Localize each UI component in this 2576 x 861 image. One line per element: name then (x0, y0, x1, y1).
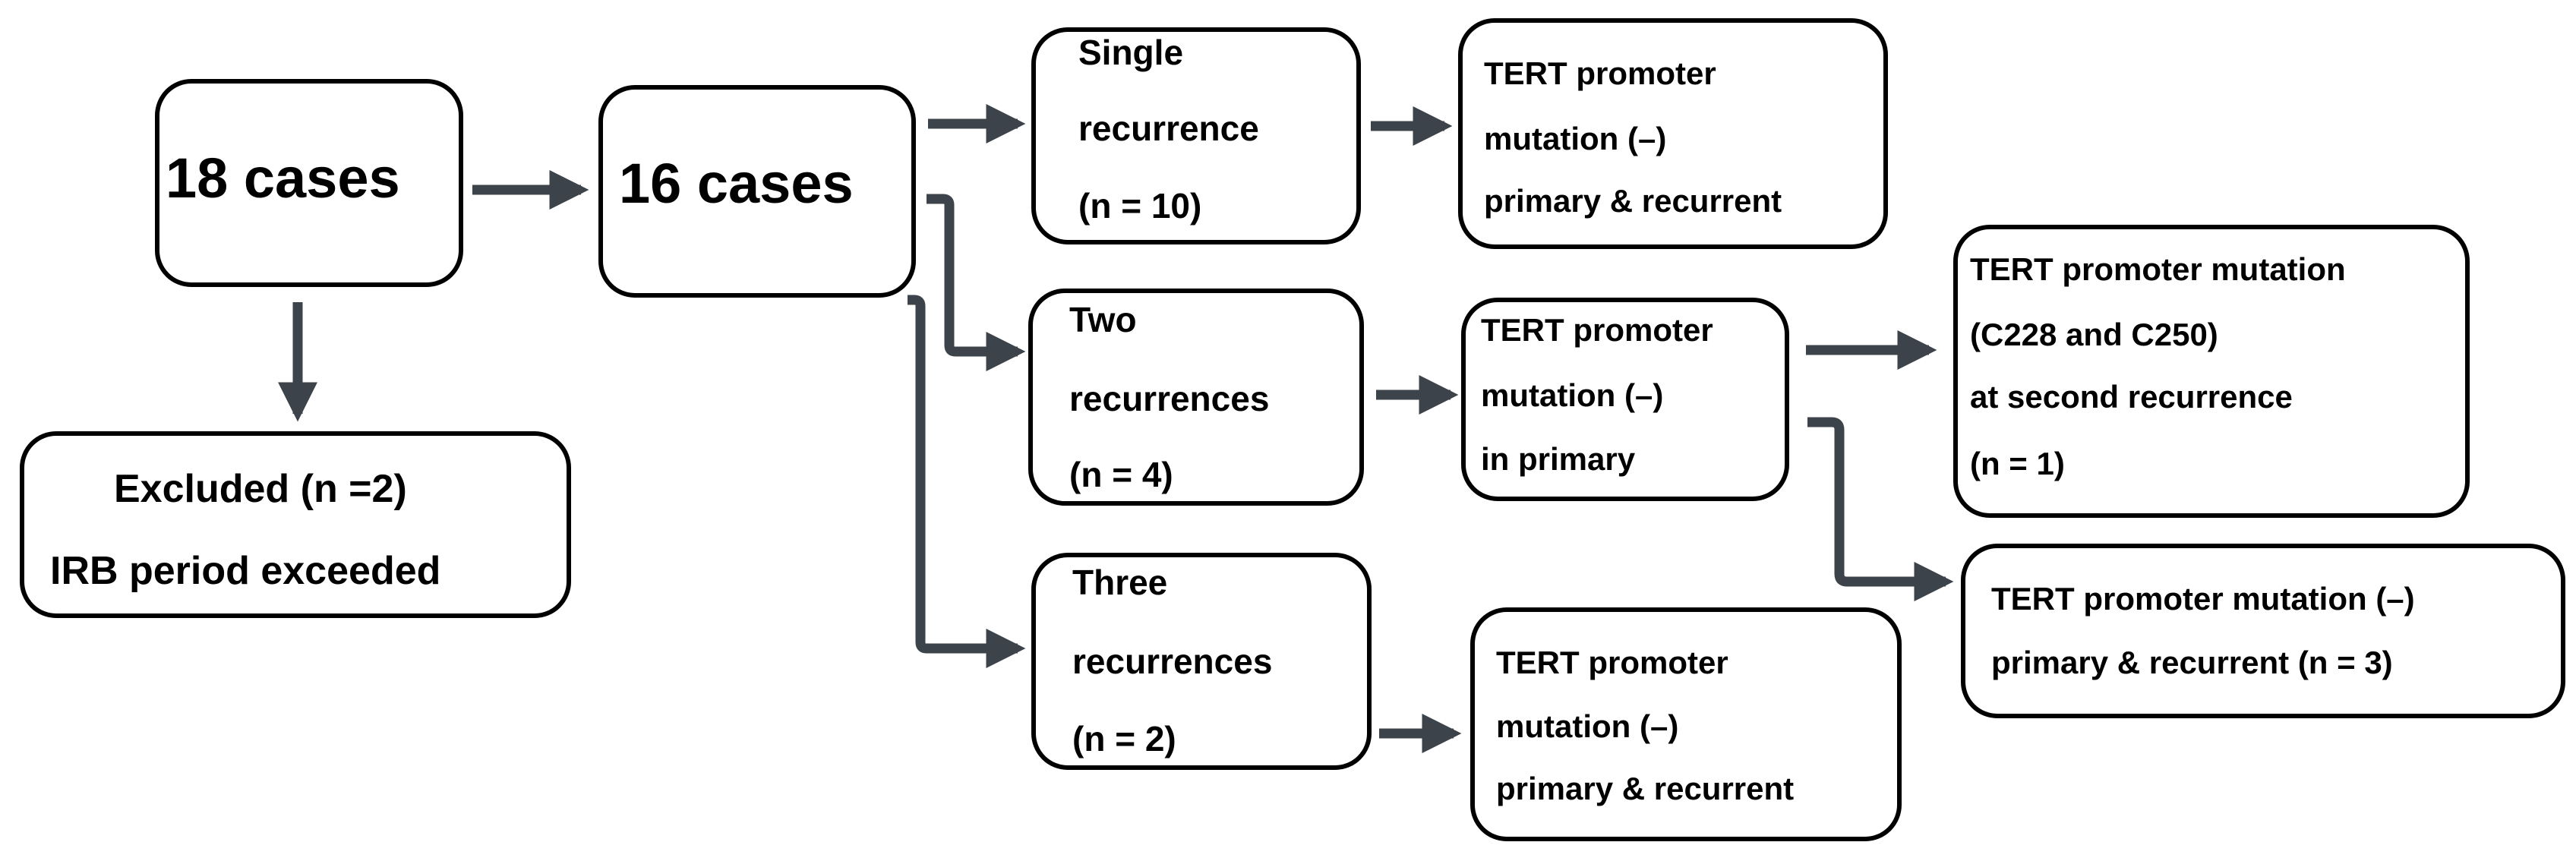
node-three-line1: Three (1072, 563, 1168, 602)
node-single-line3: (n = 10) (1078, 186, 1202, 226)
node-16-cases (598, 85, 916, 298)
node-three-result (1470, 607, 1902, 841)
node-three-recurrences (1031, 553, 1372, 770)
node-two-line3: (n = 4) (1069, 455, 1173, 494)
node-two-result-line2: mutation (–) (1481, 377, 1664, 413)
node-second-mut-line3: at second recurrence (1970, 379, 2293, 415)
node-second-mut-line1: TERT promoter mutation (1970, 251, 2346, 287)
node-second-mut-line2: (C228 and C250) (1970, 317, 2218, 352)
node-18-cases-label: 18 cases (166, 147, 400, 210)
node-second-mut-line4: (n = 1) (1970, 446, 2065, 481)
node-excluded-line1: Excluded (n =2) (114, 467, 407, 511)
arrow-16-to-three (908, 295, 1026, 668)
node-second-recurrence-mutation (1953, 225, 2470, 518)
node-three-result-line3: primary & recurrent (1496, 771, 1795, 806)
node-excluded-line2: IRB period exceeded (50, 549, 441, 593)
node-single-result-line3: primary & recurrent (1484, 183, 1782, 219)
node-18-cases (155, 79, 463, 287)
node-16-cases-label: 16 cases (619, 152, 854, 215)
node-single-result-line2: mutation (–) (1484, 121, 1667, 156)
node-two-line1: Two (1069, 300, 1137, 339)
node-two-result (1461, 298, 1789, 501)
node-two-line2: recurrences (1069, 379, 1270, 418)
node-negative-primary-recurrent (1961, 544, 2565, 718)
node-three-line3: (n = 2) (1072, 719, 1176, 758)
node-excluded (20, 431, 571, 618)
node-single-line1: Single (1078, 33, 1184, 72)
arrow-16-to-two (927, 194, 1026, 371)
node-three-result-line2: mutation (–) (1496, 708, 1679, 744)
node-second-neg-line2: primary & recurrent (n = 3) (1991, 645, 2393, 680)
node-two-result-line1: TERT promoter (1481, 312, 1713, 348)
node-single-recurrence (1031, 27, 1361, 244)
node-three-result-line1: TERT promoter (1496, 645, 1728, 680)
node-single-result-line1: TERT promoter (1484, 55, 1716, 91)
arrow-two-result-to-negative (1807, 417, 1954, 601)
node-single-result (1458, 18, 1888, 249)
node-second-neg-line1: TERT promoter mutation (–) (1991, 581, 2415, 617)
node-single-line2: recurrence (1078, 109, 1259, 148)
node-three-line2: recurrences (1072, 642, 1273, 681)
node-two-result-line3: in primary (1481, 441, 1636, 477)
node-two-recurrences (1028, 289, 1364, 506)
